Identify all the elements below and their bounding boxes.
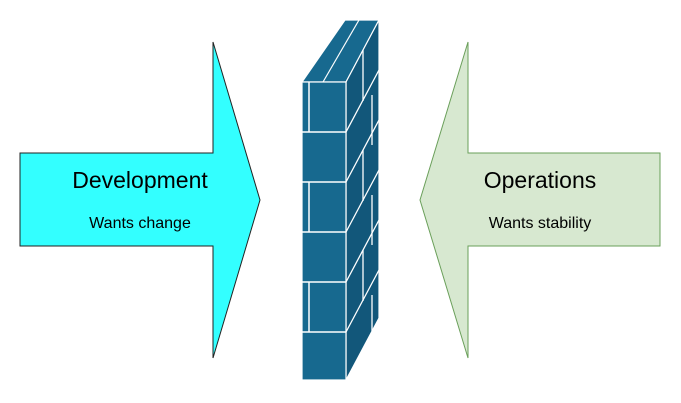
- development-arrow: [19, 41, 261, 359]
- operations-subtitle: Wants stability: [488, 215, 592, 232]
- operations-title: Operations: [483, 167, 597, 193]
- development-subtitle: Wants change: [89, 215, 191, 232]
- operations-arrow: [419, 41, 661, 359]
- wall-top-mortar: [322, 19, 360, 83]
- development-title: Development: [72, 167, 208, 193]
- wall-side-mortar: [345, 50, 380, 333]
- brick-wall: [300, 19, 380, 381]
- wall-front-mortar: [302, 82, 346, 333]
